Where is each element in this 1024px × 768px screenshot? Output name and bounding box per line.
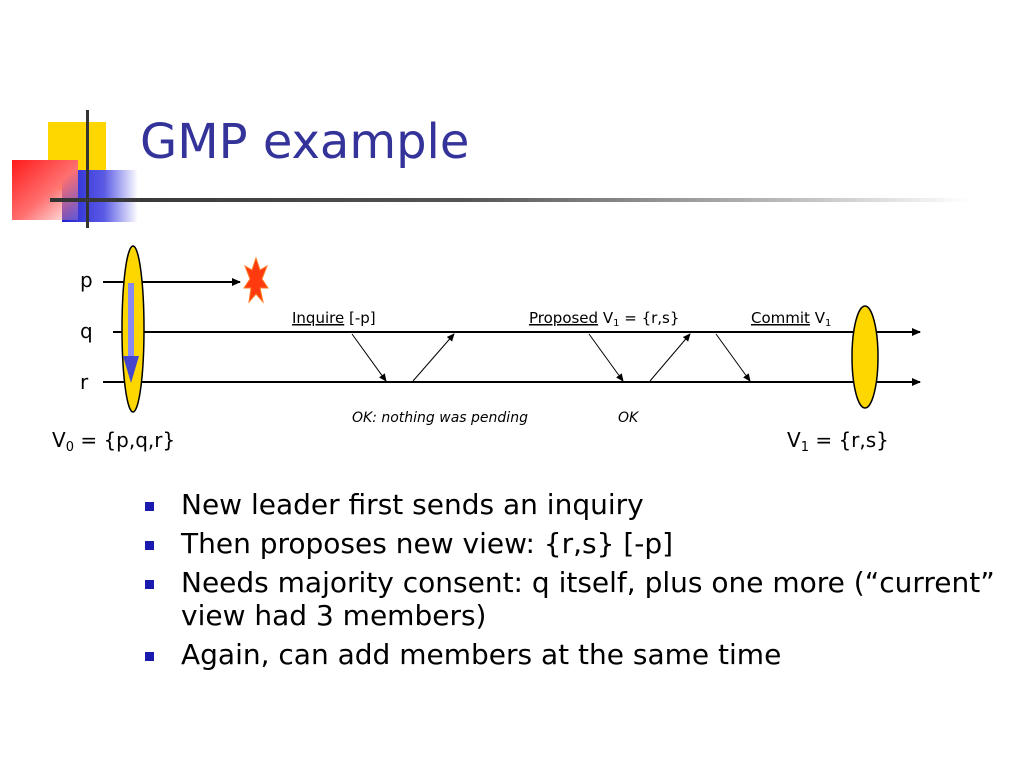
inquire-link: Inquire (292, 309, 344, 327)
ok-reply-arrow-1 (412, 333, 455, 382)
vertical-rule (86, 110, 89, 228)
corner-decoration (0, 100, 140, 230)
title-underline (50, 198, 970, 202)
bullet-list: New leader first sends an inquiry Then p… (140, 488, 1000, 677)
bullet-text: Again, can add members at the same time (181, 638, 782, 671)
bullet-text: Then proposes new view: {r,s} [-p] (181, 527, 674, 560)
commit-v: V (810, 309, 826, 327)
process-label-q: q (80, 319, 93, 343)
process-label-r: r (80, 370, 89, 394)
process-label-p: p (80, 268, 93, 292)
commit-arrow (715, 333, 751, 382)
bullet-square-icon (145, 580, 154, 589)
commit-label: Commit V1 (751, 309, 831, 329)
view0-set: = {p,q,r} (74, 428, 175, 452)
ok-reply-arrow-2 (649, 333, 691, 382)
bullet-item: New leader first sends an inquiry (140, 488, 1000, 521)
bullet-item: Then proposes new view: {r,s} [-p] (140, 527, 1000, 560)
commit-sub: 1 (825, 318, 831, 329)
inquire-arrow (351, 333, 387, 382)
view1-v: V (787, 428, 801, 452)
commit-link: Commit (751, 309, 810, 327)
bullet-square-icon (145, 541, 154, 550)
reply-label-1: OK: nothing was pending (352, 410, 528, 426)
view0-arrowhead (123, 356, 139, 383)
proposed-sub: 1 (613, 318, 619, 329)
bullet-text: New leader first sends an inquiry (181, 488, 644, 521)
view0-v: V (52, 428, 66, 452)
view0-sub: 0 (66, 440, 74, 455)
proposed-v: V (598, 309, 614, 327)
bullet-item: Needs majority consent: q itself, plus o… (140, 566, 1000, 632)
bullet-item: Again, can add members at the same time (140, 638, 1000, 671)
view1-label: V1 = {r,s} (787, 428, 889, 455)
inquire-rest: [-p] (344, 309, 375, 327)
bullet-square-icon (145, 652, 154, 661)
proposed-set: = {r,s} (619, 309, 679, 327)
proposed-label: Proposed V1 = {r,s} (529, 309, 679, 329)
view1-ellipse (851, 305, 879, 409)
view1-set: = {r,s} (809, 428, 889, 452)
bullet-text: Needs majority consent: q itself, plus o… (181, 566, 995, 632)
red-block (12, 160, 78, 220)
view1-sub: 1 (801, 440, 809, 455)
reply-label-2: OK (618, 410, 640, 426)
view0-label: V0 = {p,q,r} (52, 428, 175, 455)
proposed-link: Proposed (529, 309, 598, 327)
inquire-label: Inquire [-p] (292, 309, 376, 327)
bullet-square-icon (145, 502, 154, 511)
explosion-icon (243, 256, 269, 304)
slide-title: GMP example (140, 114, 470, 170)
proposed-arrow (588, 333, 624, 382)
